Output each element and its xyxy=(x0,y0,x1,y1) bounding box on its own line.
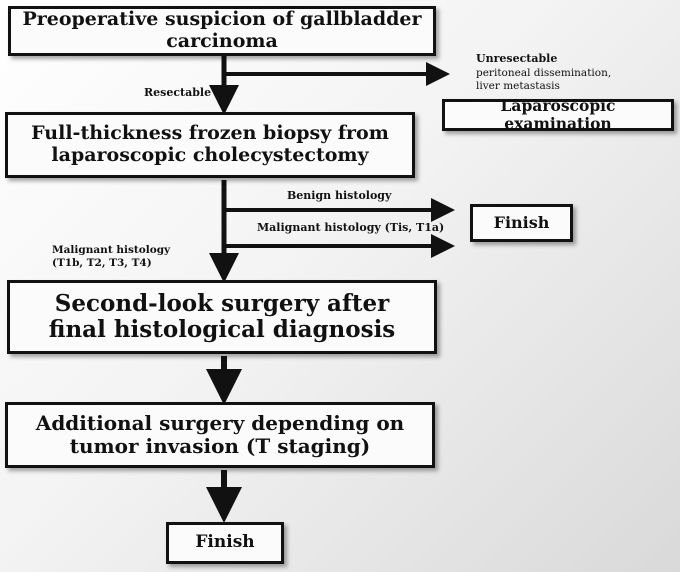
preoperative-box: Preoperative suspicion of gallbladder ca… xyxy=(8,6,436,56)
finish-bottom-box: Finish xyxy=(166,522,284,564)
additional-surgery-box: Additional surgery depending on tumor in… xyxy=(5,402,435,468)
resectable-label: Resectable xyxy=(144,86,212,99)
second-look-box: Second-look surgery after final histolog… xyxy=(7,280,437,354)
unresectable-detail-label: peritoneal dissemination, liver metastas… xyxy=(476,67,612,92)
benign-histology-label: Benign histology xyxy=(287,189,392,202)
finish-top-box: Finish xyxy=(470,204,573,242)
malignant-early-label: Malignant histology (Tis, T1a) xyxy=(257,221,445,234)
frozen-biopsy-box: Full-thickness frozen biopsy from laparo… xyxy=(5,112,415,178)
laparoscopic-examination-box: Laparoscopic examination xyxy=(442,97,674,132)
unresectable-label: Unresectable xyxy=(476,52,558,65)
malignant-advanced-label: Malignant histology (T1b, T2, T3, T4) xyxy=(52,244,171,269)
